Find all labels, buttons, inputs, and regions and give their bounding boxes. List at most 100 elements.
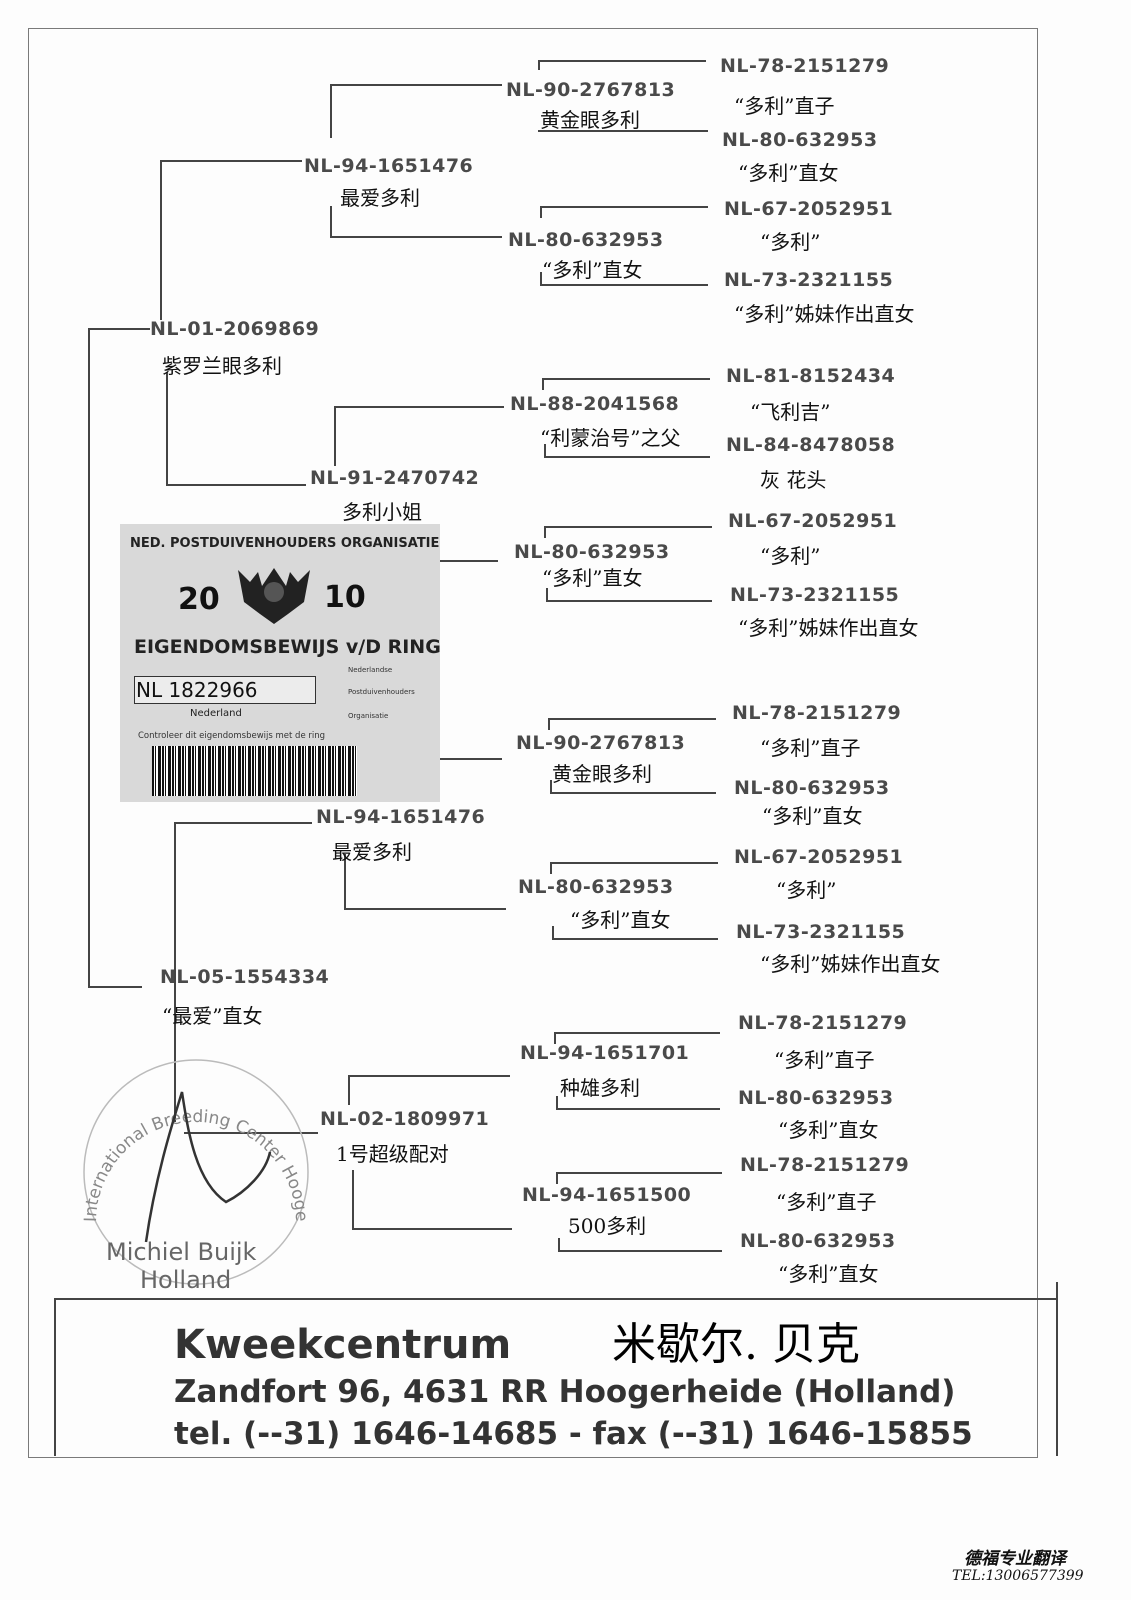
bird-name: “多利” — [776, 878, 837, 902]
bird-name: “多利”姊妹作出直女 — [738, 616, 919, 640]
translator-tel: TEL:13006577399 — [952, 1568, 1084, 1584]
certificate-control: Controleer dit eigendomsbewijs met de ri… — [138, 731, 326, 741]
certificate-country: Nederland — [190, 708, 242, 719]
line — [550, 862, 552, 874]
footer-frame-right — [1056, 1282, 1058, 1456]
line — [558, 1250, 722, 1252]
bird-name: “最爱”直女 — [162, 1004, 263, 1028]
line — [556, 1096, 558, 1108]
bird-code: NL-05-1554334 — [160, 966, 330, 988]
line — [544, 456, 710, 458]
npo-line: Postduivenhouders — [348, 688, 415, 696]
line — [538, 60, 540, 70]
bird-code: NL-67-2052951 — [734, 846, 904, 868]
line — [556, 1172, 722, 1174]
line — [544, 526, 712, 528]
bird-name: 500多利 — [568, 1214, 647, 1238]
bird-name: “多利”直女 — [570, 908, 671, 932]
bird-code: NL-80-632953 — [518, 876, 674, 898]
bird-name: 灰 花头 — [760, 468, 827, 492]
line — [556, 1108, 720, 1110]
bird-name: “多利”直女 — [762, 804, 863, 828]
bird-code: NL-73-2321155 — [724, 269, 894, 291]
bird-name: “飞利吉” — [750, 400, 831, 424]
line — [88, 328, 150, 330]
bird-code: NL-01-2069869 — [150, 318, 320, 340]
line — [544, 526, 546, 538]
bird-code: NL-80-632953 — [514, 541, 670, 563]
stamp-name: Michiel Buijk — [106, 1238, 257, 1266]
bird-code: NL-78-2151279 — [738, 1012, 908, 1034]
lion-emblem-icon — [238, 568, 310, 624]
line — [344, 854, 346, 908]
bird-name: “利蒙治号”之父 — [540, 426, 681, 450]
bird-code: NL-94-1651476 — [316, 806, 486, 828]
line — [538, 130, 708, 132]
line — [540, 206, 708, 208]
certificate-year-left: 20 — [178, 582, 220, 617]
bird-code: NL-94-1651500 — [522, 1184, 692, 1206]
bird-name: “多利”直女 — [542, 258, 643, 282]
line — [550, 792, 716, 794]
company-phone: tel. (--31) 1646-14685 - fax (--31) 1646… — [174, 1416, 973, 1452]
bird-name: “多利”直子 — [776, 1190, 877, 1214]
bird-name: 黄金眼多利 — [552, 762, 652, 786]
bird-name: “多利”直子 — [760, 736, 861, 760]
bird-code: NL-94-1651701 — [520, 1042, 690, 1064]
owner-name-cn: 米歇尔. 贝克 — [612, 1319, 860, 1370]
line — [546, 588, 548, 600]
line — [542, 378, 544, 390]
company-address: Zandfort 96, 4631 RR Hoogerheide (Hollan… — [174, 1374, 956, 1410]
line — [352, 1228, 512, 1230]
line — [440, 758, 502, 760]
line — [542, 378, 710, 380]
footer-frame-left — [54, 1298, 56, 1456]
line — [548, 718, 550, 730]
certificate-org: NED. POSTDUIVENHOUDERS ORGANISATIE — [130, 536, 440, 551]
bird-code: NL-78-2151279 — [740, 1154, 910, 1176]
npo-line: Nederlandse — [348, 666, 393, 674]
stamp-country: Holland — [140, 1266, 231, 1294]
bird-name: 紫罗兰眼多利 — [162, 354, 282, 378]
bird-code: NL-02-1809971 — [320, 1108, 490, 1130]
bird-code: NL-90-2767813 — [516, 732, 686, 754]
ring-certificate: NED. POSTDUIVENHOUDERS ORGANISATIE 20 10… — [120, 524, 441, 802]
bird-name: “多利”直女 — [778, 1262, 879, 1286]
line — [166, 372, 168, 484]
bird-name: 最爱多利 — [332, 840, 412, 864]
line — [548, 718, 716, 720]
bird-code: NL-94-1651476 — [304, 155, 474, 177]
bird-name: 黄金眼多利 — [540, 108, 640, 132]
line — [348, 1075, 510, 1077]
bird-name: 1号超级配对 — [336, 1142, 449, 1166]
bird-code: NL-84-8478058 — [726, 434, 896, 456]
bird-code: NL-88-2041568 — [510, 393, 680, 415]
line — [334, 406, 504, 408]
line — [550, 862, 718, 864]
line — [174, 822, 312, 824]
bird-name: “多利”直女 — [738, 161, 839, 185]
bird-code: NL-80-632953 — [734, 777, 890, 799]
bird-name: “多利” — [760, 230, 821, 254]
bird-name: “多利”姊妹作出直女 — [734, 302, 915, 326]
bird-code: NL-73-2321155 — [736, 921, 906, 943]
company-name: Kweekcentrum — [174, 1322, 512, 1368]
line — [348, 1075, 350, 1105]
barcode — [152, 746, 357, 796]
line — [330, 236, 502, 238]
line — [554, 1032, 720, 1034]
line — [166, 484, 306, 486]
ring-number-box — [134, 676, 316, 704]
line — [352, 1170, 354, 1228]
bird-code: NL-81-8152434 — [726, 365, 896, 387]
svg-text:International Breeding Center: International Breeding Center Hoogerheid… — [56, 1052, 311, 1222]
bird-code: NL-73-2321155 — [730, 584, 900, 606]
bird-code: NL-80-632953 — [740, 1230, 896, 1252]
certificate-year-right: 10 — [324, 580, 366, 615]
bird-code: NL-78-2151279 — [720, 55, 890, 77]
bird-code: NL-80-632953 — [508, 229, 664, 251]
line — [184, 1132, 318, 1134]
line — [344, 908, 506, 910]
translator-mark: 德福专业翻译 — [964, 1549, 1066, 1569]
bird-code: NL-78-2151279 — [732, 702, 902, 724]
